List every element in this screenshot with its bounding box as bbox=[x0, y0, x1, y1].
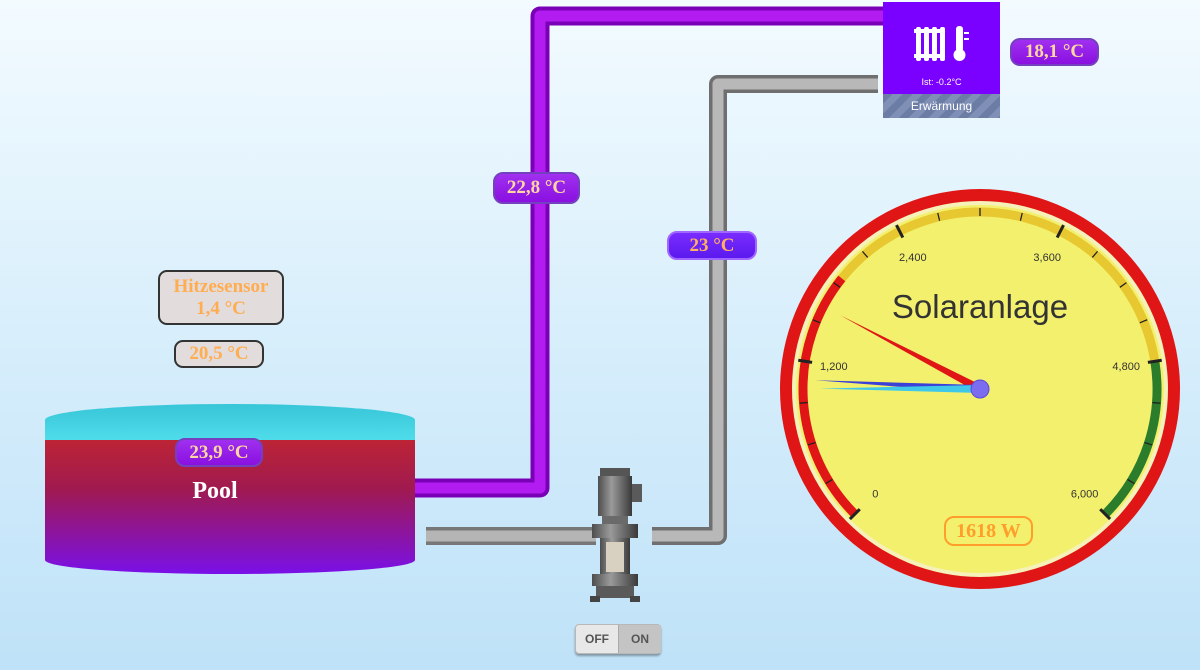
gauge-minor-tick bbox=[825, 478, 833, 485]
gauge-ticks bbox=[798, 208, 1162, 521]
gauge-zone-red bbox=[798, 275, 859, 518]
gauge-minor-tick bbox=[1152, 401, 1161, 404]
pump-icon bbox=[590, 468, 642, 602]
gauge-needle-cyan bbox=[820, 385, 981, 393]
heater-temperature-badge: 18,1 °C bbox=[1010, 38, 1099, 66]
hot-pipe bbox=[415, 6, 888, 498]
gauge-value-badge: 1618 W bbox=[944, 516, 1033, 546]
heater-panel[interactable]: Ist: -0.2°C Erwärmung bbox=[883, 2, 1000, 118]
gauge-minor-tick bbox=[1119, 282, 1127, 288]
gauge-minor-tick bbox=[1091, 250, 1099, 258]
pool-label: Pool bbox=[192, 478, 238, 504]
gauge-minor-tick bbox=[833, 282, 841, 288]
gauge-minor-tick bbox=[1019, 212, 1023, 221]
gauge-minor-tick bbox=[807, 441, 816, 446]
gauge-minor-tick bbox=[799, 401, 808, 404]
toggle-off-label[interactable]: OFF bbox=[585, 632, 609, 646]
heater-icons bbox=[883, 24, 1000, 69]
gauge-tick-label: 4,800 bbox=[1112, 361, 1140, 373]
gauge-minor-tick bbox=[861, 250, 869, 258]
gauge-title: Solaranlage bbox=[892, 288, 1068, 325]
gauge-minor-tick bbox=[1144, 441, 1153, 446]
gauge-tick-label: 0 bbox=[872, 489, 878, 501]
gauge-minor-tick bbox=[812, 319, 821, 324]
gauge-minor-tick bbox=[937, 212, 941, 221]
return-pipe-temperature-badge: 23 °C bbox=[667, 231, 757, 260]
gauge-tick-label: 3,600 bbox=[1033, 252, 1061, 264]
heat-sensor-badge: Hitzesensor 1,4 °C bbox=[158, 270, 284, 325]
hot-pipe-temperature-badge: 22,8 °C bbox=[493, 172, 580, 204]
heater-actual-label: Ist: -0.2°C bbox=[921, 77, 962, 87]
radiator-icon bbox=[913, 27, 945, 61]
gauge-major-tick bbox=[1099, 508, 1112, 521]
gauge-tick-label: 2,400 bbox=[899, 252, 927, 264]
gauge-tick-label: 1,200 bbox=[820, 361, 848, 373]
sensor-temperature-badge: 20,5 °C bbox=[174, 340, 264, 368]
pool-temperature-badge: 23,9 °C bbox=[175, 438, 263, 467]
sensor-temperature: 20,5 °C bbox=[189, 343, 249, 364]
gauge-minor-tick bbox=[1127, 478, 1135, 485]
gauge-major-tick bbox=[1147, 358, 1162, 364]
pool-temperature: 23,9 °C bbox=[189, 441, 249, 463]
gauge-tick-labels: 0 1,200 2,400 3,600 4,800 6,000 bbox=[820, 252, 1140, 501]
return-pipe-temperature: 23 °C bbox=[689, 234, 735, 256]
pump-toggle-switch[interactable]: OFF ON bbox=[575, 624, 661, 654]
toggle-on-label[interactable]: ON bbox=[618, 625, 661, 653]
return-pipe bbox=[426, 75, 878, 545]
gauge-tick-label: 6,000 bbox=[1071, 489, 1099, 501]
gauge-major-tick bbox=[798, 358, 813, 364]
thermometer-icon bbox=[953, 26, 969, 61]
heat-sensor-value: 1,4 °C bbox=[196, 297, 246, 319]
heater-status: Erwärmung bbox=[883, 94, 1000, 118]
gauge-major-tick bbox=[895, 224, 905, 239]
pool-tank bbox=[45, 404, 415, 574]
gauge-hub bbox=[970, 379, 990, 399]
gauge-value: 1618 W bbox=[956, 519, 1021, 542]
heater-temperature: 18,1 °C bbox=[1024, 41, 1085, 62]
gauge-major-tick bbox=[848, 508, 861, 521]
gauge-needle-red bbox=[840, 315, 982, 393]
heat-sensor-name: Hitzesensor bbox=[173, 275, 269, 297]
gauge-needles bbox=[815, 315, 982, 393]
hot-pipe-temperature: 22,8 °C bbox=[506, 177, 567, 198]
gauge-major-tick bbox=[1055, 224, 1065, 239]
gauge-zone-yellow bbox=[838, 207, 1160, 363]
solar-gauge: 0 1,200 2,400 3,600 4,800 6,000 Solaranlage bbox=[780, 189, 1180, 589]
gauge-minor-tick bbox=[1139, 319, 1148, 324]
